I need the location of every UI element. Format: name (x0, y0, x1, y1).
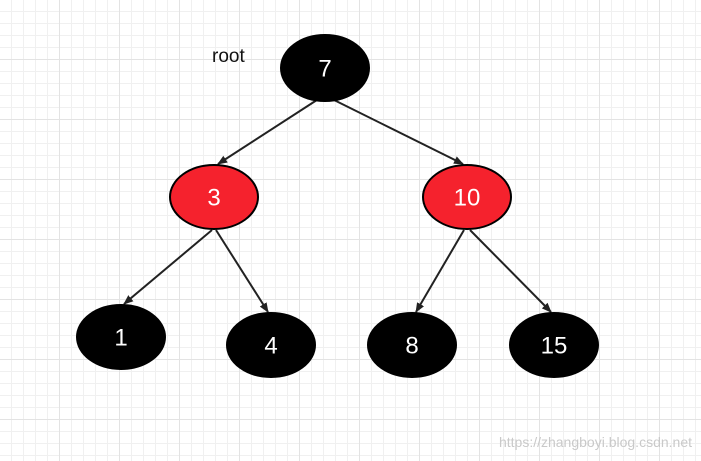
tree-node-3: 3 (169, 164, 259, 230)
node-shape-1 (76, 304, 166, 370)
root-label: root (212, 46, 245, 67)
node-label-8: 8 (405, 333, 418, 360)
edge-n7-to-n10 (329, 97, 464, 165)
watermark: https://zhangboyi.blog.csdn.net (498, 434, 692, 450)
node-label-15: 15 (541, 333, 568, 360)
tree-node-15: 15 (509, 312, 599, 378)
edges-layer (123, 97, 552, 313)
node-label-3: 3 (207, 185, 220, 212)
tree-node-8: 8 (367, 312, 457, 378)
node-shape-7 (280, 34, 370, 102)
node-label-4: 4 (264, 333, 277, 360)
node-shape-4 (226, 312, 316, 378)
nodes-layer: 7 3 10 1 4 8 15 (76, 34, 599, 378)
edge-n3-to-n4 (215, 229, 269, 313)
edge-n10-to-n8 (415, 229, 465, 313)
edge-n10-to-n15 (469, 229, 552, 313)
edge-n3-to-n1 (123, 229, 213, 305)
tree-node-4: 4 (226, 312, 316, 378)
node-label-1: 1 (114, 325, 127, 352)
node-shape-3 (169, 164, 259, 230)
tree-node-7: 7 (280, 34, 370, 102)
node-label-10: 10 (454, 185, 481, 212)
node-label-7: 7 (318, 56, 331, 83)
node-shape-15 (509, 312, 599, 378)
node-shape-8 (367, 312, 457, 378)
tree-node-10: 10 (422, 164, 512, 230)
node-shape-10 (422, 164, 512, 230)
edge-n7-to-n3 (217, 97, 321, 165)
tree-node-1: 1 (76, 304, 166, 370)
